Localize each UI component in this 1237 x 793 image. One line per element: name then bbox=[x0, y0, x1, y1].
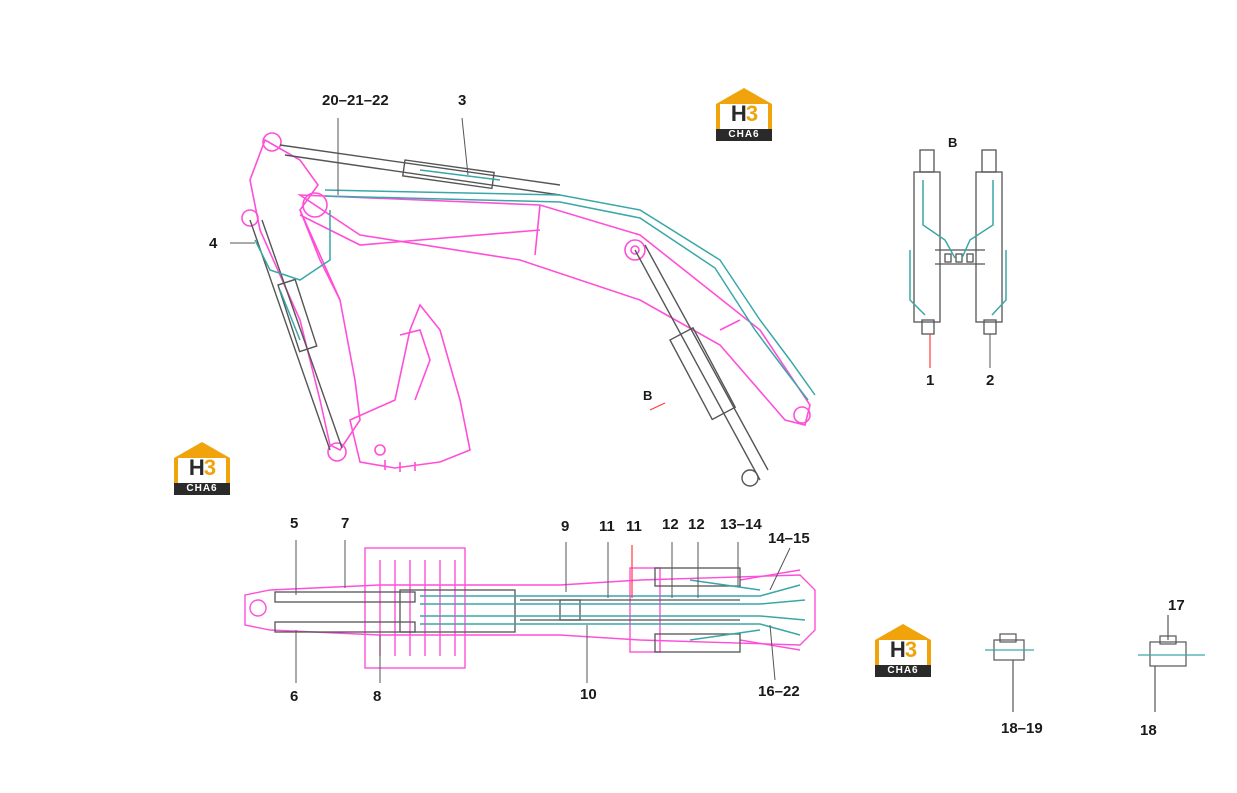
house-roof-icon bbox=[716, 88, 772, 130]
brand-logo-bottom: H3 CHA6 bbox=[873, 622, 933, 678]
label-9: 9 bbox=[561, 518, 570, 535]
label-b-detail: B bbox=[948, 135, 958, 150]
label-1: 1 bbox=[926, 372, 935, 389]
label-2: 2 bbox=[986, 372, 995, 389]
label-11a: 11 bbox=[599, 518, 615, 535]
logo-subtitle: CHA6 bbox=[716, 129, 772, 141]
label-6: 6 bbox=[290, 688, 299, 705]
label-b-marker: B bbox=[643, 388, 653, 403]
label-11b: 11 bbox=[626, 518, 642, 535]
house-roof-icon bbox=[875, 624, 931, 666]
logo-text: H3 bbox=[188, 455, 216, 480]
logo-text: H3 bbox=[889, 637, 917, 662]
label-18: 18 bbox=[1140, 722, 1157, 739]
logo-subtitle: CHA6 bbox=[875, 665, 931, 677]
label-17: 17 bbox=[1168, 597, 1185, 614]
logo-subtitle: CHA6 bbox=[174, 483, 230, 495]
label-12b: 12 bbox=[688, 516, 705, 533]
label-8: 8 bbox=[373, 688, 382, 705]
label-13-14: 13–14 bbox=[720, 516, 762, 533]
boom-top-view bbox=[230, 117, 816, 683]
brand-logo-top: H3 CHA6 bbox=[714, 86, 774, 142]
label-12a: 12 bbox=[662, 516, 679, 533]
label-4: 4 bbox=[209, 235, 218, 252]
logo-text: H3 bbox=[730, 101, 758, 126]
detail-b-view bbox=[649, 149, 1007, 411]
label-5: 5 bbox=[290, 515, 299, 532]
label-3: 3 bbox=[458, 92, 467, 109]
house-roof-icon bbox=[174, 442, 230, 484]
label-16-22: 16–22 bbox=[758, 683, 800, 700]
fitting-details bbox=[985, 615, 1205, 712]
label-20-21-22: 20–21–22 bbox=[322, 92, 389, 109]
label-18-19: 18–19 bbox=[1001, 720, 1043, 737]
label-7: 7 bbox=[341, 515, 350, 532]
label-10: 10 bbox=[580, 686, 597, 703]
boom-side-view bbox=[241, 132, 816, 487]
label-14-15: 14–15 bbox=[768, 530, 810, 547]
brand-logo-left: H3 CHA6 bbox=[172, 440, 232, 496]
